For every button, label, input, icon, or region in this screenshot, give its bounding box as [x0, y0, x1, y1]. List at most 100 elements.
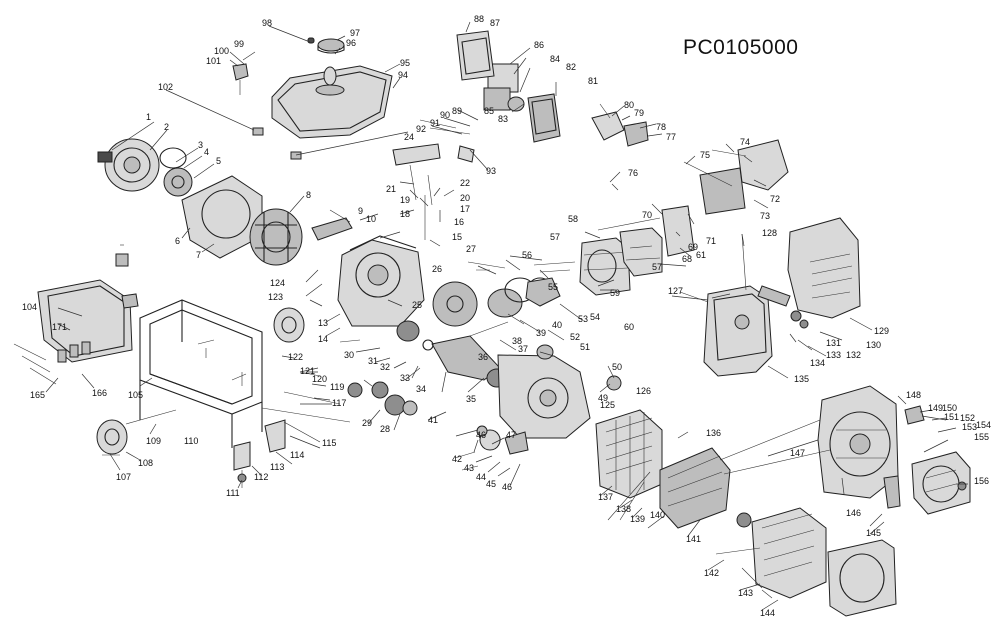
flywheel [249, 208, 303, 266]
part-label: 56 [522, 250, 532, 260]
part-label: 128 [762, 228, 777, 238]
part-label: 58 [568, 214, 578, 224]
part-label: 2 [164, 122, 169, 132]
part-label: 151 [944, 412, 959, 422]
part-label: 91 [430, 118, 440, 128]
exhaust-pipe [757, 285, 791, 307]
governor-arm [504, 431, 529, 455]
part-label: 86 [534, 40, 544, 50]
part-label: 156 [974, 476, 989, 486]
part-label: 38 [512, 336, 522, 346]
starter-cup [163, 167, 193, 197]
part-label: 85 [484, 106, 494, 116]
part-label: 29 [362, 418, 372, 428]
part-label: 107 [116, 472, 131, 482]
part-label: 126 [636, 386, 651, 396]
part-label: 94 [398, 70, 408, 80]
frame-group [13, 279, 351, 488]
part-label: 145 [866, 528, 881, 538]
part-label: 137 [598, 492, 613, 502]
part-label: 13 [318, 318, 328, 328]
fan-guard [911, 451, 971, 515]
part-label: 69 [688, 242, 698, 252]
bearing-left [396, 320, 420, 342]
part-label: 89 [452, 106, 462, 116]
part-label: 73 [760, 211, 770, 221]
part-label: 131 [826, 338, 841, 348]
part-label: 68 [682, 254, 692, 264]
part-label: 141 [686, 534, 701, 544]
part-label: 108 [138, 458, 153, 468]
part-label: 155 [974, 432, 989, 442]
part-label: 98 [262, 18, 272, 28]
part-label: 30 [344, 350, 354, 360]
valve-cover [661, 205, 695, 257]
muffler-cover [787, 217, 861, 319]
part-label: 148 [906, 390, 921, 400]
part-label: 113 [270, 462, 284, 472]
part-label: 136 [706, 428, 721, 438]
part-label: 14 [318, 334, 328, 344]
part-label: 15 [452, 232, 462, 242]
balance-gear [536, 344, 554, 360]
part-label: 43 [464, 463, 474, 473]
part-label: 26 [432, 264, 442, 274]
leader-lines [45, 21, 968, 611]
part-label: 99 [234, 39, 244, 49]
cylinder-head [579, 237, 631, 296]
part-label: 119 [330, 382, 344, 392]
air-filter-cover [527, 93, 561, 143]
part-label: 53 [578, 314, 588, 324]
engine-group [311, 143, 622, 471]
part-label: 10 [366, 214, 376, 224]
part-label: 96 [346, 38, 356, 48]
part-label: 110 [184, 436, 198, 446]
muffler-group [679, 217, 861, 377]
oil-dipstick [606, 375, 622, 391]
part-label: 75 [700, 150, 710, 160]
part-label: 19 [400, 195, 410, 205]
part-label: 140 [650, 510, 665, 520]
part-label: 165 [30, 390, 45, 400]
part-label: 71 [706, 236, 716, 246]
fuel-gauge [307, 37, 315, 44]
part-labels: 1 2 3 4 5 6 7 8 9 10 13 14 15 16 17 18 1… [22, 14, 991, 618]
part-label: 72 [770, 194, 780, 204]
fuel-valve [232, 63, 249, 81]
part-label: 7 [196, 250, 201, 260]
part-label: 8 [306, 190, 311, 200]
governor-plate [392, 143, 441, 166]
fuel-tank-group [232, 37, 393, 160]
part-label: 77 [666, 132, 676, 142]
part-label: 18 [400, 209, 410, 219]
part-label: 95 [400, 58, 410, 68]
air-filter-element [487, 63, 519, 93]
part-label: 82 [566, 62, 576, 72]
part-label: 120 [312, 374, 327, 384]
part-label: 153 [962, 422, 977, 432]
part-label: 133 [826, 350, 841, 360]
part-label: 39 [536, 328, 546, 338]
part-label: 105 [128, 390, 143, 400]
part-label: 79 [634, 108, 644, 118]
part-label: 83 [498, 114, 508, 124]
part-label: 27 [466, 244, 476, 254]
part-label: 122 [288, 352, 303, 362]
part-label: 5 [216, 156, 221, 166]
part-label: 42 [452, 454, 462, 464]
part-label: 60 [624, 322, 634, 332]
part-label: 129 [874, 326, 889, 336]
cylinder-head-group [419, 30, 789, 307]
spark-arrestor-shield [737, 139, 789, 191]
part-label: 45 [486, 479, 496, 489]
part-label: 117 [332, 398, 346, 408]
part-label: 28 [380, 424, 390, 434]
part-label: 135 [794, 374, 809, 384]
part-label: 121 [300, 366, 315, 376]
part-label: 40 [552, 320, 562, 330]
rotor [659, 447, 731, 529]
part-label: 154 [976, 420, 991, 430]
part-label: 166 [92, 388, 107, 398]
part-label: 47 [506, 430, 516, 440]
